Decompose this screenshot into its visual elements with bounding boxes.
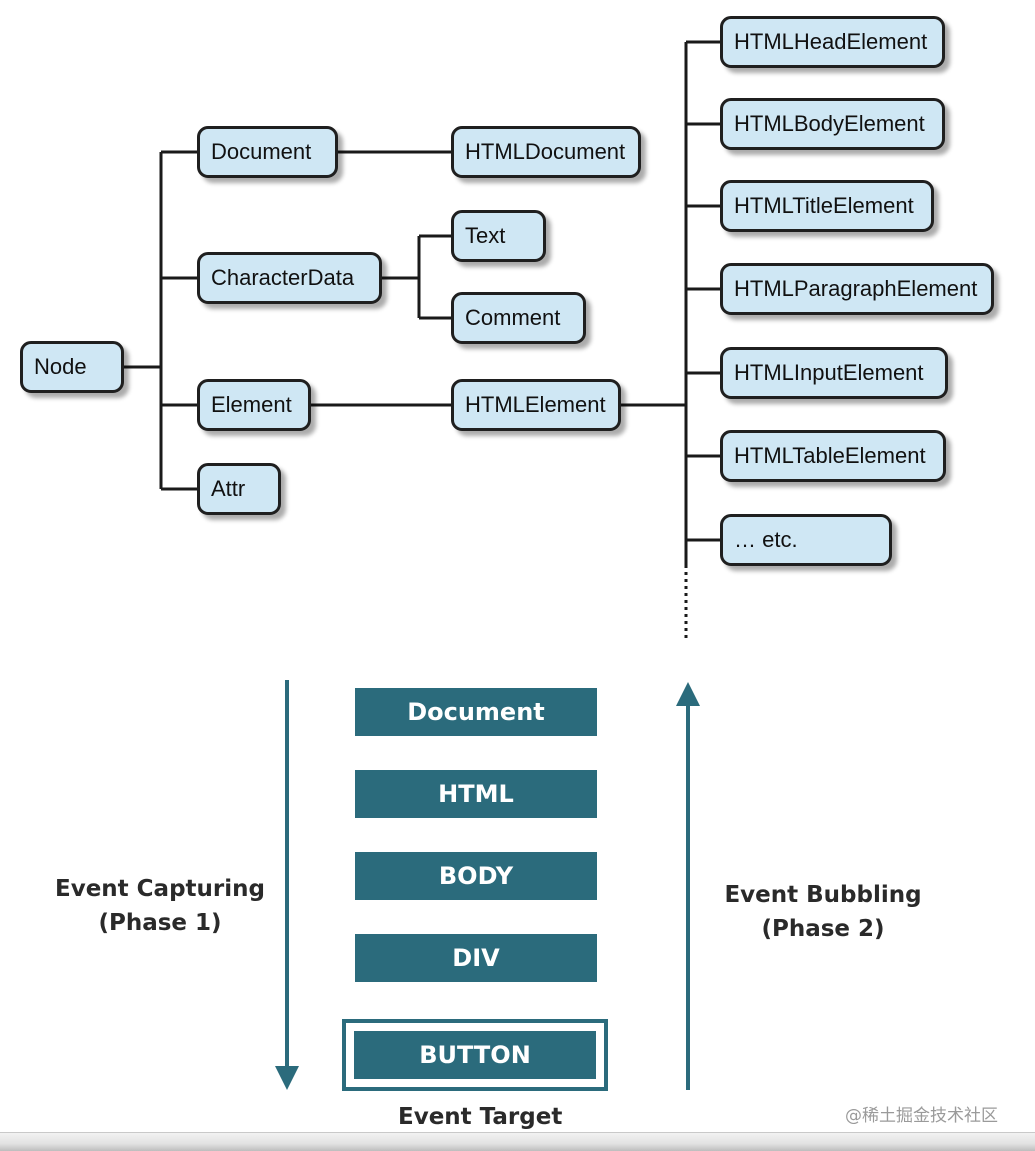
capturing-label-line1: Event Capturing [55,876,265,902]
etc-node-label: … etc. [734,527,798,552]
event-target-label: Event Target [398,1104,563,1130]
htmlparagraphelement-node-box: HTMLParagraphElement [720,263,994,315]
watermark-text: @稀土掘金技术社区 [845,1106,998,1126]
bubbling-arrow [676,682,700,1090]
characterdata-node-box: CharacterData [197,252,382,304]
htmlelement-node-box: HTMLElement [451,379,621,431]
phase-label-html: HTML [438,780,514,808]
node-label: Node [34,354,87,379]
phase-label-body: BODY [438,862,514,890]
comment-node-label: Comment [465,305,561,330]
phase-box-body: BODY [355,852,597,900]
characterdata-node-label: CharacterData [211,265,355,290]
element-node-box: Element [197,379,311,431]
node-box: Node [20,341,124,393]
bubbling-label: Event Bubbling (Phase 2) [698,878,948,946]
attr-node-box: Attr [197,463,281,515]
htmlheadelement-node-box: HTMLHeadElement [720,16,945,68]
etc-node-box: … etc. [720,514,892,566]
phase-box-div: DIV [355,934,597,982]
bottom-scroll-bar [0,1132,1035,1151]
htmlparagraphelement-node-label: HTMLParagraphElement [734,276,978,301]
htmltableelement-node-box: HTMLTableElement [720,430,946,482]
phase-box-document: Document [355,688,597,736]
htmlbodyelement-node-label: HTMLBodyElement [734,111,925,136]
capturing-arrow [275,680,299,1090]
phase-box-html: HTML [355,770,597,818]
htmlbodyelement-node-box: HTMLBodyElement [720,98,945,150]
document-node-label: Document [211,139,312,164]
htmlinputelement-node-label: HTMLInputElement [734,360,924,385]
capturing-label-line2: (Phase 1) [98,910,222,936]
capturing-label: Event Capturing (Phase 1) [40,872,280,940]
phase-box-button: BUTTON [354,1031,596,1079]
document-node-box: Document [197,126,338,178]
htmlinputelement-node-box: HTMLInputElement [720,347,948,399]
htmltitleelement-node-label: HTMLTitleElement [734,193,914,218]
htmldocument-node-box: HTMLDocument [451,126,641,178]
htmlheadelement-node-label: HTMLHeadElement [734,29,928,54]
text-node-box: Text [451,210,546,262]
bubbling-label-line2: (Phase 2) [761,916,885,942]
phase-label-div: DIV [452,944,500,972]
bubbling-label-line1: Event Bubbling [724,882,922,908]
connector-lines [124,40,720,568]
text-node-label: Text [465,223,506,248]
comment-node-box: Comment [451,292,586,344]
htmldocument-node-label: HTMLDocument [465,139,626,164]
htmlelement-node-label: HTMLElement [465,392,606,417]
phase-label-button: BUTTON [419,1041,531,1069]
event-target-frame: BUTTON [342,1019,608,1091]
htmltableelement-node-label: HTMLTableElement [734,443,926,468]
attr-node-label: Attr [211,476,246,501]
phase-label-document: Document [407,698,545,726]
htmltitleelement-node-box: HTMLTitleElement [720,180,934,232]
element-node-label: Element [211,392,292,417]
